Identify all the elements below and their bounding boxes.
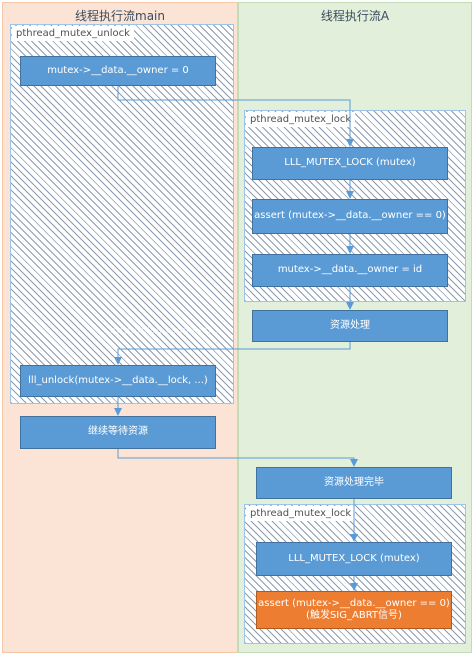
arrow-wait-to-done <box>117 449 358 467</box>
lane-a-title: 线程执行流A <box>320 9 390 23</box>
arrow-resource-to-unlock <box>114 342 351 365</box>
lane-main-title: 线程执行流main <box>75 9 165 23</box>
box-resource-process: 资源处理 <box>252 310 448 342</box>
box-owner-id: mutex->__data.__owner = id <box>252 254 448 287</box>
frame-label-unlock: pthread_mutex_unlock <box>12 26 134 41</box>
assert-abort-line2: (触发SIG_ABRT信号) <box>306 610 402 621</box>
frame-label-lock-1: pthread_mutex_lock <box>246 112 356 127</box>
box-lll-mutex-lock-2: LLL_MUTEX_LOCK (mutex) <box>256 542 452 576</box>
frame-label-lock-2: pthread_mutex_lock <box>246 506 356 521</box>
box-lll-mutex-lock-1: LLL_MUTEX_LOCK (mutex) <box>252 147 448 180</box>
box-assert-owner-zero: assert (mutex->__data.__owner == 0) <box>252 199 448 234</box>
arrow-owner-to-lock <box>117 86 354 147</box>
box-owner-zero: mutex->__data.__owner = 0 <box>20 56 216 86</box>
box-resource-done: 资源处理完毕 <box>256 467 452 499</box>
box-assert-abort: assert (mutex->__data.__owner == 0) (触发S… <box>256 591 452 629</box>
frame-pthread-mutex-unlock: pthread_mutex_unlock <box>10 24 234 404</box>
assert-abort-line1: assert (mutex->__data.__owner == 0) <box>258 597 450 609</box>
watermark: http://blog.csdn.net/... <box>110 326 223 336</box>
box-lll-unlock: lll_unlock(mutex->__data.__lock, ...) <box>20 365 216 397</box>
box-wait-resource: 继续等待资源 <box>20 416 216 449</box>
